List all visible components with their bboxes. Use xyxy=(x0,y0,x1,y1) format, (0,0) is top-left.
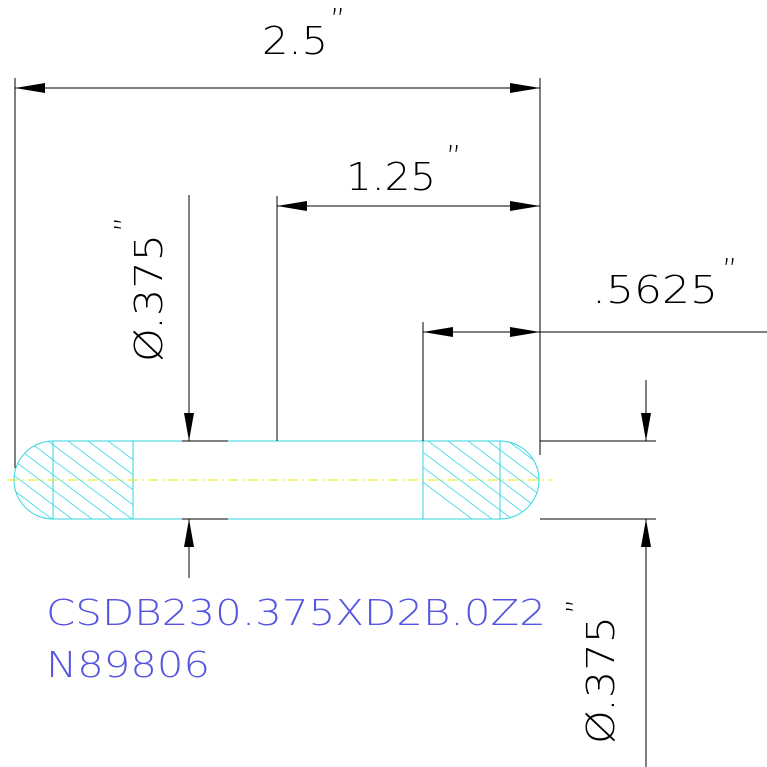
arrow-head xyxy=(641,413,651,441)
dimension-center-to-edge: 1.25 ” xyxy=(276,140,540,441)
part-code: N89806 xyxy=(46,645,210,686)
diameter-right-value: Ø.375 xyxy=(579,616,623,744)
inch-mark: ” xyxy=(330,3,346,38)
arrow-head xyxy=(510,83,540,93)
overall-length-value: 2.5 xyxy=(262,19,328,63)
arrow-head xyxy=(510,327,540,337)
arrow-head xyxy=(184,413,194,441)
dimension-diameter-right: Ø.375 ” xyxy=(540,380,656,767)
dimension-diameter-left: Ø.375 ” xyxy=(109,195,228,578)
center-to-edge-value: 1.25 xyxy=(346,155,436,199)
inch-mark: ” xyxy=(109,216,144,232)
arrow-head xyxy=(184,519,194,547)
dimension-overall-length: 2.5 ” xyxy=(14,3,541,468)
inch-mark: ” xyxy=(561,598,596,614)
arrow-head xyxy=(15,83,45,93)
arrow-head xyxy=(277,201,307,211)
inch-mark: ” xyxy=(446,140,462,175)
arrow-head xyxy=(510,201,540,211)
hole-offset-value: .5625 xyxy=(592,268,718,312)
section-hatch-right xyxy=(423,441,539,519)
part-number: CSDB230.375XD2B.0Z2 xyxy=(46,593,546,634)
section-hatch-left xyxy=(14,441,133,519)
dimension-hole-offset: .5625 ” xyxy=(422,253,767,441)
arrow-head xyxy=(423,327,453,337)
inch-mark: ” xyxy=(722,253,738,288)
part-label: CSDB230.375XD2B.0Z2 N89806 xyxy=(46,593,546,686)
diameter-left-value: Ø.375 xyxy=(127,234,171,362)
arrow-head xyxy=(641,519,651,547)
